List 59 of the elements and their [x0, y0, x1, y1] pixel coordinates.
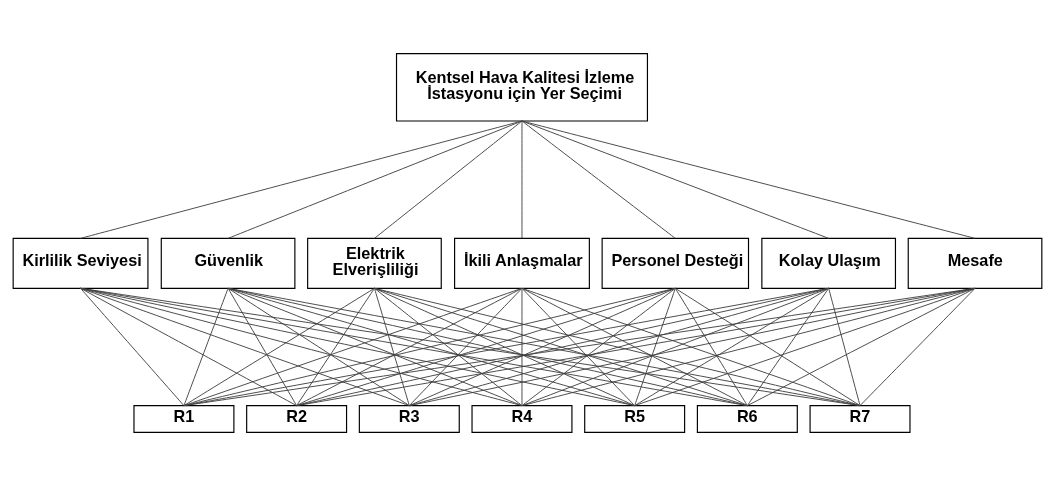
connector	[521, 287, 636, 407]
connector	[227, 287, 636, 407]
connector	[408, 287, 523, 407]
connector	[80, 287, 636, 407]
connector	[374, 287, 410, 407]
node-box: Personel Desteği	[601, 237, 750, 289]
connector	[634, 287, 676, 407]
connector	[634, 287, 830, 407]
connector	[80, 287, 523, 407]
connector	[521, 120, 676, 239]
node-box: Kentsel Hava Kalitesi İzleme İstasyonu için Yer Seçimi	[395, 53, 649, 122]
connector	[746, 287, 976, 407]
connector	[296, 287, 830, 407]
connector	[828, 287, 861, 407]
node-box: R1	[133, 405, 235, 433]
connector	[296, 287, 676, 407]
connector	[674, 287, 861, 407]
node-box: Kolay Ulaşım	[761, 237, 897, 289]
connector	[521, 287, 676, 407]
connector	[408, 287, 976, 407]
connector	[521, 120, 830, 239]
connector	[374, 287, 636, 407]
connector	[80, 287, 410, 407]
connector	[80, 287, 298, 407]
connector	[521, 287, 748, 407]
connector	[674, 287, 748, 407]
connector	[408, 287, 676, 407]
node-box: R5	[584, 405, 686, 433]
node-box: Mesafe	[907, 237, 1043, 289]
node-box: R2	[246, 405, 348, 433]
connector	[634, 287, 976, 407]
connector	[521, 120, 976, 239]
connector	[859, 287, 976, 407]
connector	[296, 287, 523, 407]
node-box: R3	[358, 405, 460, 433]
connector	[183, 287, 375, 407]
connector	[374, 287, 523, 407]
connector	[227, 120, 523, 239]
node-box: Güvenlik	[160, 237, 296, 289]
node-box: İkili Anlaşmalar	[454, 237, 590, 289]
connector	[227, 287, 298, 407]
node-box: Kirlilik Seviyesi	[12, 237, 149, 289]
connector	[227, 287, 748, 407]
node-box: R7	[809, 405, 911, 433]
connector	[374, 120, 523, 239]
connector	[183, 287, 676, 407]
connector	[521, 287, 523, 407]
connector	[183, 287, 229, 407]
connector	[80, 120, 523, 239]
node-box: R4	[471, 405, 573, 433]
node-box: R6	[696, 405, 798, 433]
connector	[521, 287, 976, 407]
node-box: Elektrik Elverişliliği	[307, 237, 442, 289]
connector	[521, 120, 523, 239]
connector	[227, 287, 410, 407]
connector	[296, 287, 375, 407]
connector	[80, 287, 185, 407]
connector	[746, 287, 830, 407]
connector	[374, 287, 748, 407]
